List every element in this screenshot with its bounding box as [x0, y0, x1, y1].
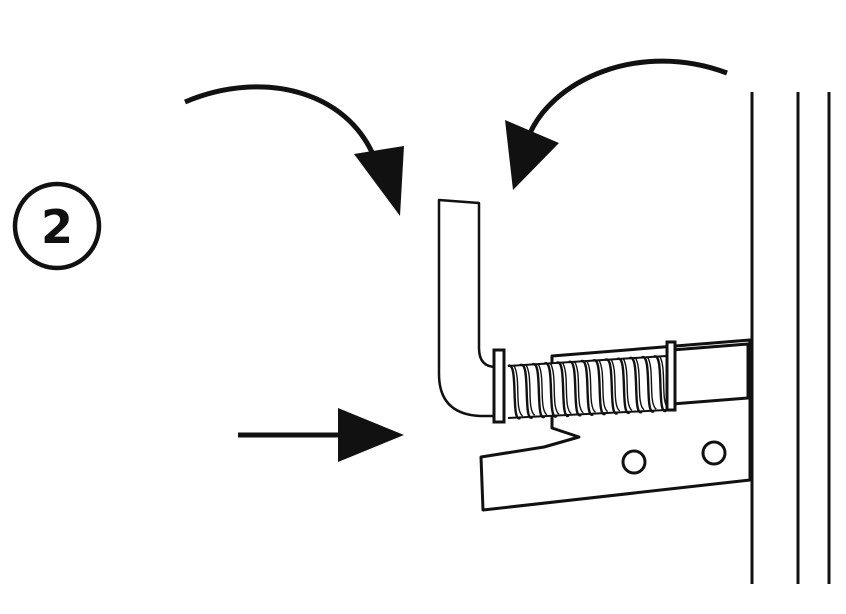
curved-arrow-down-left-icon: [505, 58, 728, 190]
curved-arrow-down-right-icon: [184, 84, 404, 216]
spring-coil-shade: [597, 359, 609, 413]
bracket-hole-1: [621, 449, 647, 475]
step-badge-circle: [12, 181, 102, 271]
spring-pin-handle: [437, 198, 502, 418]
spring-coil-shade: [573, 360, 584, 414]
bolt-housing: [670, 342, 750, 406]
spring-coil-shade: [561, 361, 572, 415]
spring-coil-shade: [610, 358, 621, 412]
bracket-hole-2: [701, 440, 727, 466]
spring-coil-shade: [634, 356, 645, 411]
spring-coil-shade: [525, 363, 536, 416]
coil-spring: [507, 355, 669, 420]
spring-coil-shade: [512, 364, 524, 417]
spring-end-collar: [665, 340, 677, 412]
step-number: 2: [41, 200, 73, 254]
spring-coil-shade: [646, 356, 657, 410]
spring-coil-shade: [585, 359, 597, 413]
arrow-right-icon: [238, 408, 404, 462]
step-badge: 2: [12, 181, 102, 271]
door-frame: [750, 92, 831, 584]
spring-coil-shade: [537, 363, 548, 416]
spring-washer: [492, 348, 506, 424]
spring-coil-shade: [622, 357, 633, 412]
spring-coil-shade: [549, 362, 560, 415]
